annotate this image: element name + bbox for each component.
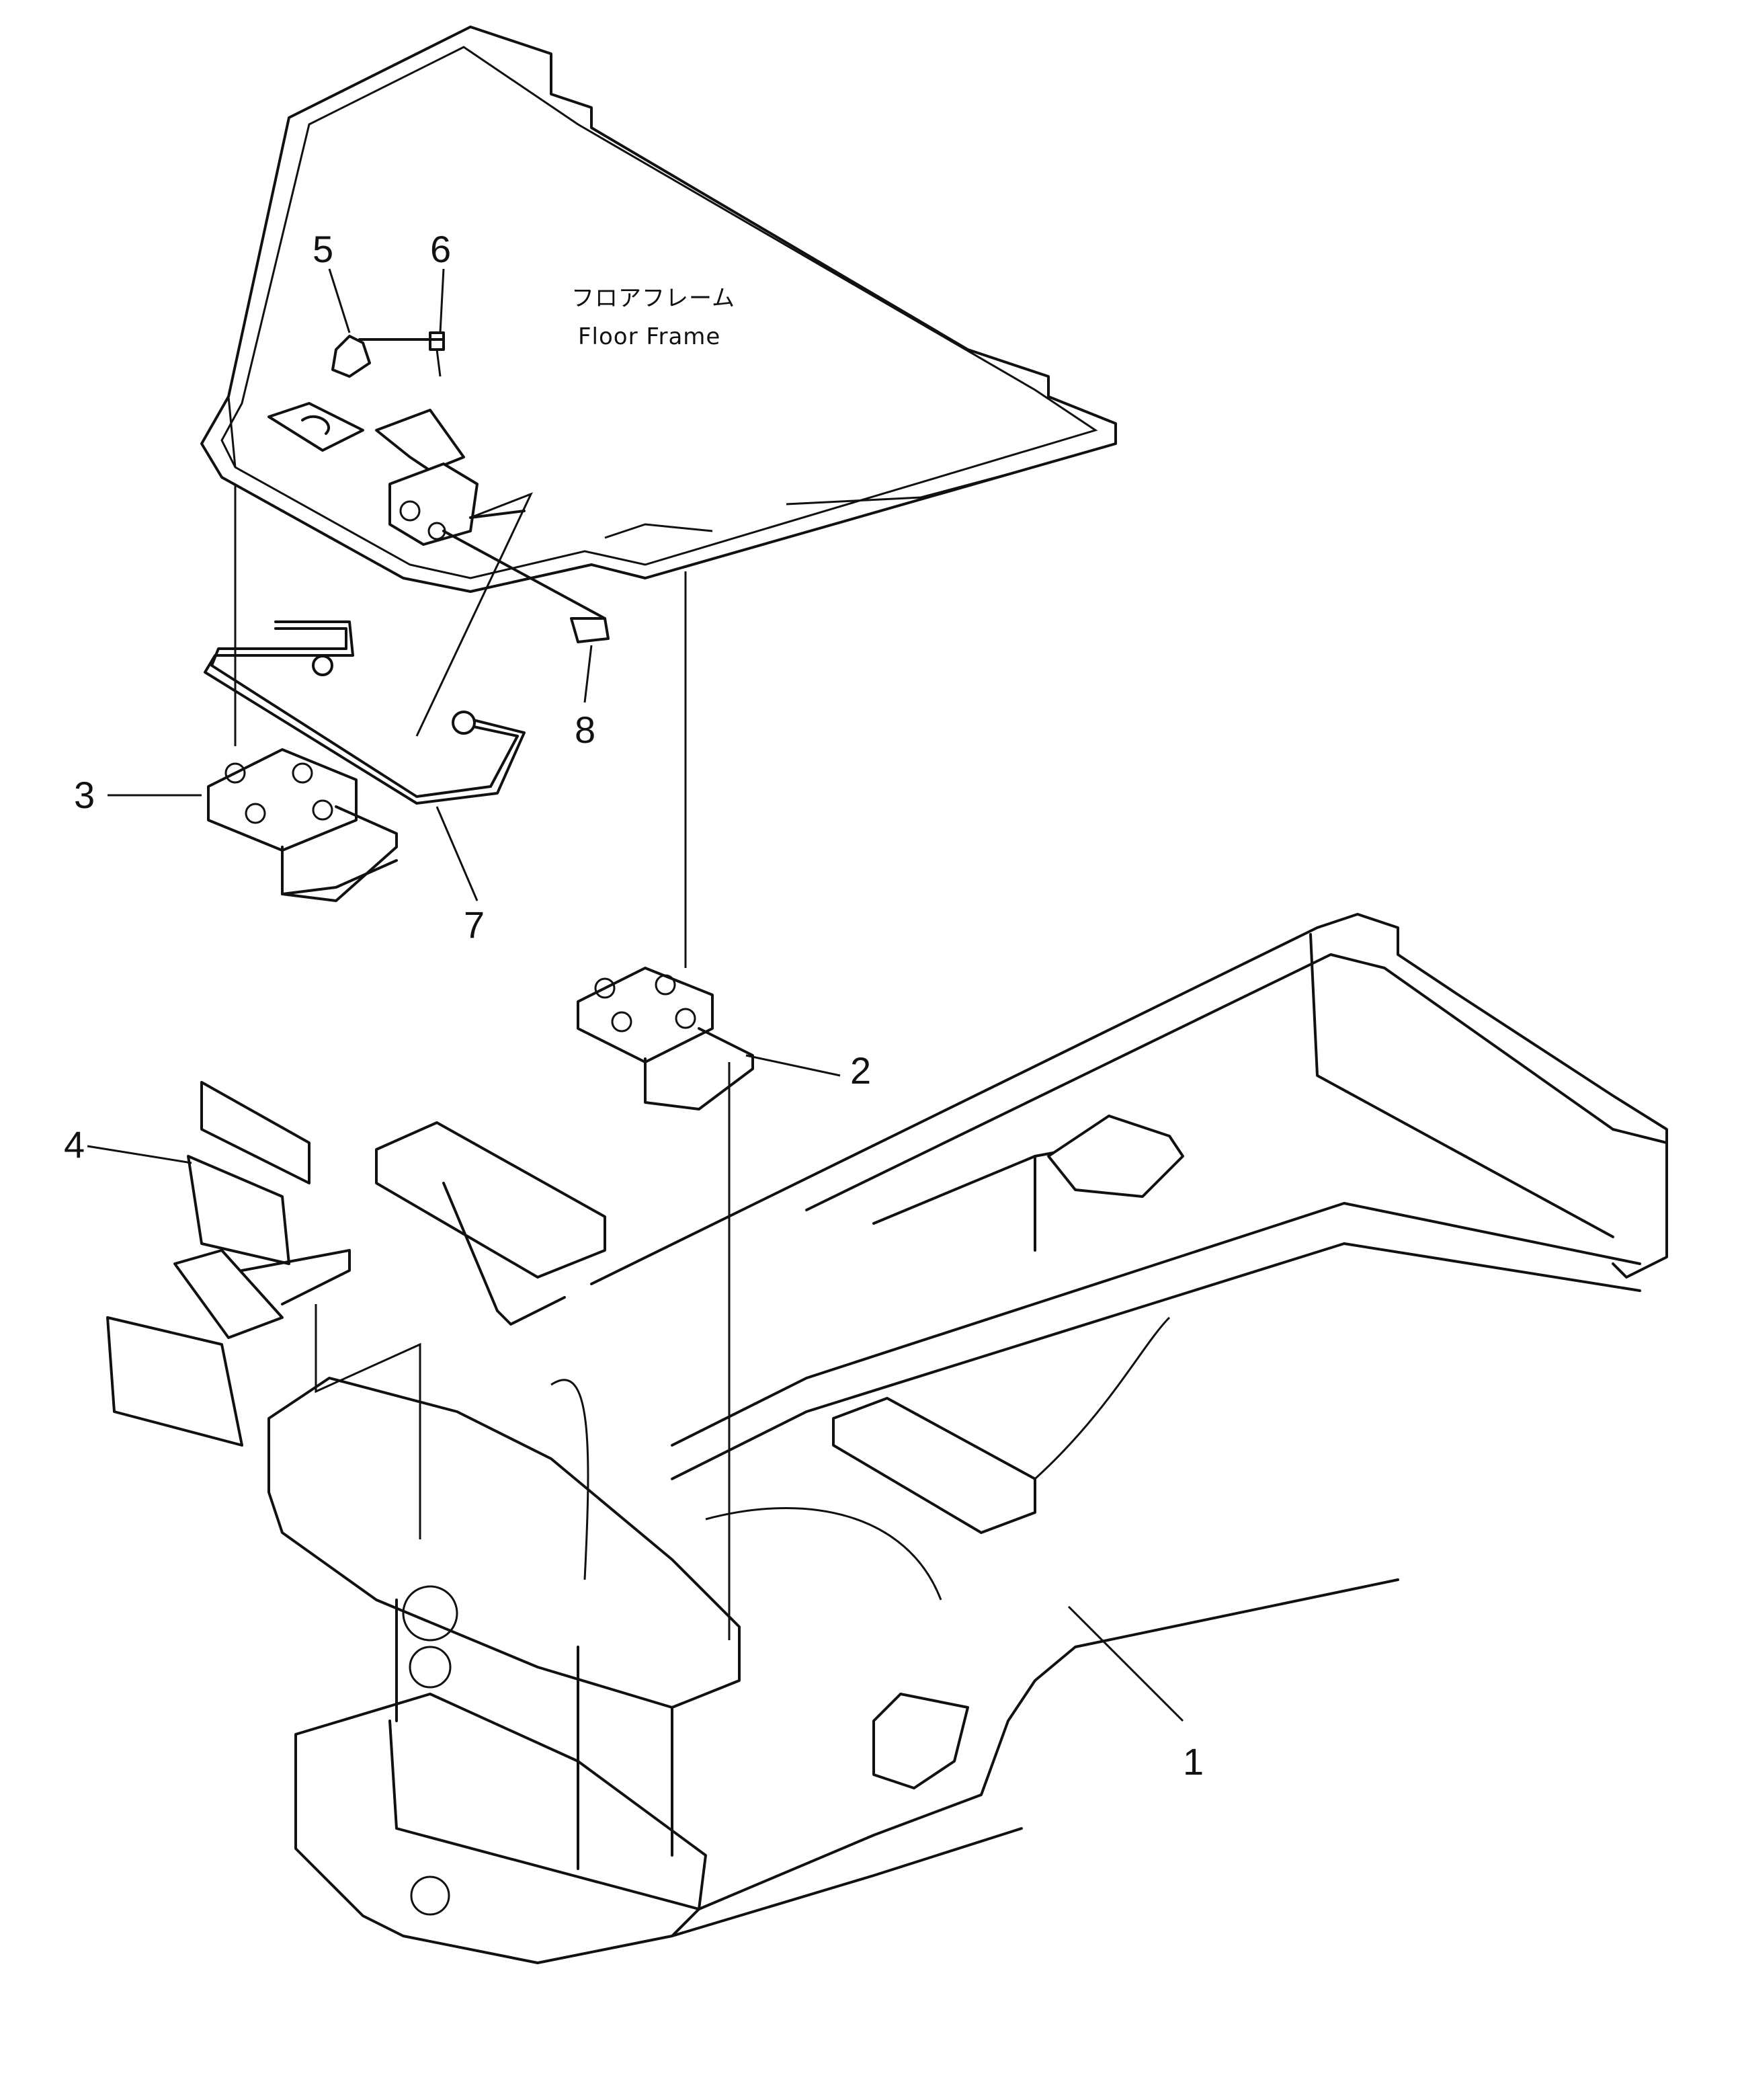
callout-1: 1 [1183,1740,1204,1783]
floor-frame [200,26,1117,593]
callout-7: 7 [464,903,485,946]
callout-8: 8 [575,709,595,751]
floor-frame-label-en: Floor Frame [578,323,720,350]
callout-4: 4 [64,1123,85,1166]
leader-2 [745,1054,841,1077]
lever-assembly [267,402,526,546]
bracket-left [207,748,398,902]
step-bracket [106,1081,351,1447]
bracket-right [577,967,754,1110]
callout-3: 3 [74,774,95,816]
base-frame [267,913,1668,1964]
callout-6: 6 [430,228,451,270]
callout-2: 2 [850,1049,871,1092]
leader-4 [87,1145,192,1164]
leader-6 [439,268,445,333]
leader-5 [328,268,351,333]
leader-7 [436,806,479,901]
pipe-loop [204,620,526,805]
callout-5: 5 [313,228,333,270]
bolt [442,530,610,643]
pipe-leader [415,492,533,737]
linkage-rod [331,331,445,378]
align-line-4 [315,1304,421,1539]
floor-frame-label-jp: フロアフレーム [571,285,735,312]
leader-1 [1067,1605,1184,1722]
leader-8 [583,645,593,703]
